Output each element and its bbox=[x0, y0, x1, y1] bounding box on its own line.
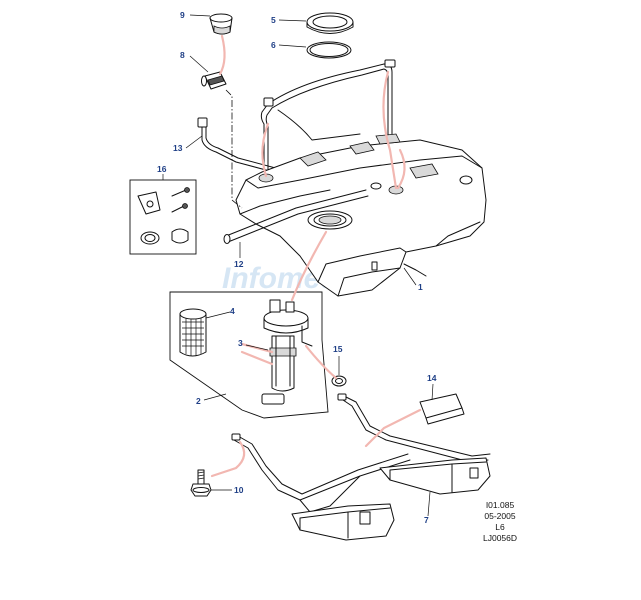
part-4-filter bbox=[179, 308, 207, 357]
reference-block: I01.085 05-2005 L6 LJ0056D bbox=[470, 500, 530, 544]
alignment-line bbox=[225, 89, 243, 209]
reference-id: LJ0056D bbox=[482, 533, 518, 543]
part-8-connector bbox=[201, 71, 227, 90]
callout-7: 7 bbox=[424, 515, 429, 525]
callout-9: 9 bbox=[180, 10, 185, 20]
callout-16: 16 bbox=[157, 164, 167, 174]
callout-12: 12 bbox=[234, 259, 244, 269]
tank-pump-opening bbox=[307, 210, 353, 230]
part-15-pad bbox=[419, 393, 465, 425]
callout-13: 13 bbox=[173, 143, 183, 153]
callout-14: 15 bbox=[333, 344, 343, 354]
part-5-locking-ring bbox=[306, 12, 354, 34]
callout-1: 1 bbox=[418, 282, 423, 292]
part-2-pump-kit bbox=[169, 291, 329, 419]
part-7-support-frame bbox=[231, 393, 491, 541]
reference-code: I01.085 bbox=[485, 500, 515, 510]
tank-port-mid bbox=[370, 182, 382, 190]
callout-5: 5 bbox=[271, 15, 276, 25]
callout-3: 3 bbox=[238, 338, 243, 348]
callout-2: 2 bbox=[196, 396, 201, 406]
callout-15: 14 bbox=[427, 373, 437, 383]
callout-8: 8 bbox=[180, 50, 185, 60]
vent-hose bbox=[260, 59, 396, 181]
highlight-leaders bbox=[210, 34, 422, 478]
part-12-filler-pipe bbox=[223, 189, 369, 244]
part-10-bolt bbox=[190, 469, 212, 497]
reference-date: 05-2005 bbox=[484, 511, 516, 521]
part-9-clip bbox=[209, 13, 233, 35]
callout-4: 4 bbox=[230, 306, 235, 316]
part-6-seal bbox=[306, 41, 352, 59]
part-3-fuel-pump bbox=[261, 299, 313, 405]
reference-model: L6 bbox=[495, 522, 505, 532]
callout-6: 6 bbox=[271, 40, 276, 50]
part-13-breather-pipe bbox=[197, 117, 299, 179]
callout-leaders bbox=[162, 14, 434, 517]
part-16-fixings-kit bbox=[129, 179, 197, 255]
callout-10: 10 bbox=[234, 485, 244, 495]
